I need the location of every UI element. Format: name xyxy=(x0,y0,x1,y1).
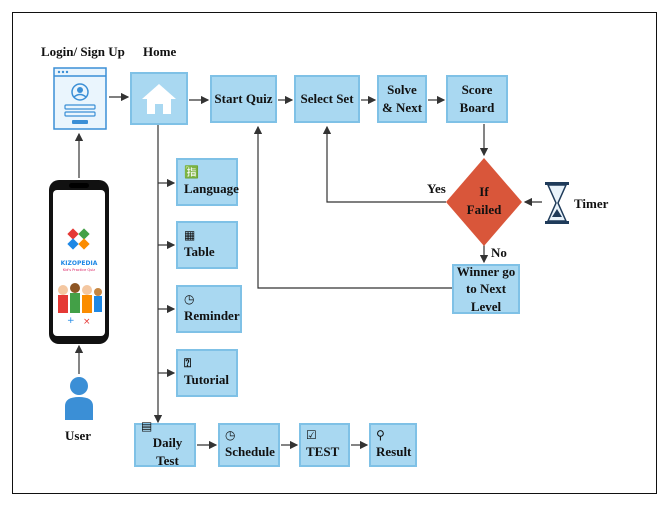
winner-box[interactable]: Winner go to Next Level xyxy=(452,264,520,314)
yes-label: Yes xyxy=(427,181,446,196)
home-icon xyxy=(142,83,176,114)
svg-text:+: + xyxy=(67,316,75,326)
checkbox-icon: ☑ xyxy=(306,428,317,443)
daily-test-label: Daily Test xyxy=(152,435,183,468)
solve-next-box[interactable]: Solve & Next xyxy=(377,75,427,123)
start-quiz-box[interactable]: Start Quiz xyxy=(210,75,277,123)
app-logo-icon xyxy=(67,228,90,250)
language-icon: 🈯 xyxy=(184,165,199,180)
tutorial-box[interactable]: ⍰ Tutorial xyxy=(176,349,238,397)
svg-text:×: × xyxy=(83,317,91,327)
result-label: Result xyxy=(376,444,412,460)
schedule-box[interactable]: ◷ Schedule xyxy=(218,423,280,467)
clock-icon: ◷ xyxy=(184,292,195,307)
kids-illustration: + × xyxy=(58,283,102,327)
reminder-label: Reminder xyxy=(184,308,240,324)
if-failed-diamond xyxy=(446,158,522,246)
document-icon: ▤ xyxy=(141,419,153,434)
phone-notch xyxy=(69,183,89,188)
table-box[interactable]: ▦ Table xyxy=(176,221,238,269)
home-node[interactable] xyxy=(130,72,188,125)
login-window-icon xyxy=(53,67,107,130)
clock-icon: ◷ xyxy=(225,428,236,443)
no-label: No xyxy=(491,245,507,260)
test-label: TEST xyxy=(306,444,340,460)
score-board-box[interactable]: Score Board xyxy=(446,75,508,123)
user-node xyxy=(64,376,94,420)
phone-screen: KIZOPEDIA Kid's Practice Quiz + × xyxy=(53,190,105,336)
diagram-frame xyxy=(12,12,657,494)
hourglass-icon xyxy=(545,182,569,224)
home-label: Home xyxy=(143,44,177,59)
result-box[interactable]: ⚲ Result xyxy=(369,423,417,467)
magnifier-icon: ⚲ xyxy=(376,428,385,443)
user-label: User xyxy=(65,428,91,443)
schedule-label: Schedule xyxy=(225,444,275,460)
timer-label: Timer xyxy=(574,196,609,211)
tutorial-label: Tutorial xyxy=(184,372,230,388)
tutorial-icon: ⍰ xyxy=(184,356,192,371)
app-name: KIZOPEDIA xyxy=(60,260,98,267)
if-failed-label: If Failed xyxy=(466,184,502,217)
app-tagline: Kid's Practice Quiz xyxy=(62,268,96,272)
table-label: Table xyxy=(184,244,215,260)
phone-mockup: KIZOPEDIA Kid's Practice Quiz + × xyxy=(49,180,109,344)
language-box[interactable]: 🈯 Language xyxy=(176,158,239,206)
login-label: Login/ Sign Up xyxy=(41,44,125,59)
reminder-box[interactable]: ◷ Reminder xyxy=(176,285,242,333)
table-icon: ▦ xyxy=(184,228,196,243)
language-label: Language xyxy=(184,181,239,197)
arrow-winner-start xyxy=(253,125,452,289)
timer-node xyxy=(544,181,570,225)
arrow-yes-select xyxy=(322,125,446,203)
daily-test-box[interactable]: ▤ Daily Test xyxy=(134,419,196,468)
login-node[interactable] xyxy=(53,67,107,130)
select-set-box[interactable]: Select Set xyxy=(294,75,360,123)
user-icon xyxy=(65,377,93,420)
test-box[interactable]: ☑ TEST xyxy=(299,423,350,467)
